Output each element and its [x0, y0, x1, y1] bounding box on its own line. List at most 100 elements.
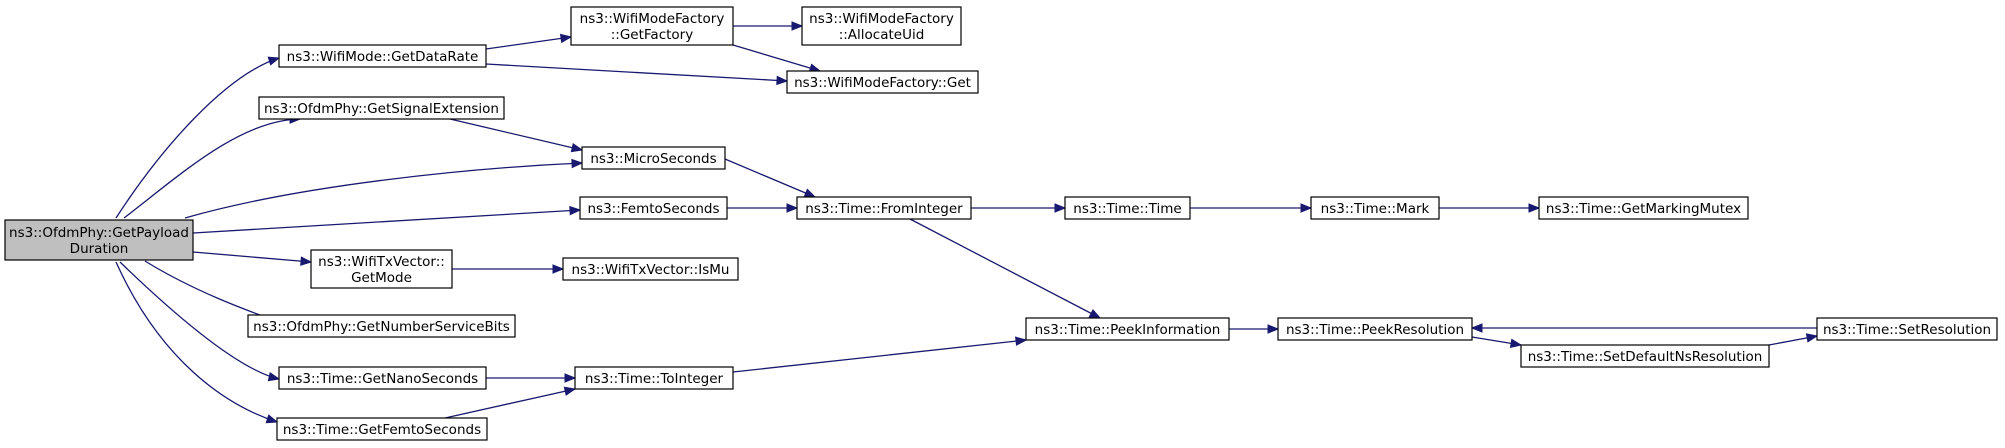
edge-line	[449, 118, 583, 151]
node-box	[1277, 317, 1473, 341]
edge-line	[115, 261, 278, 423]
edge-getDataRate-to-factoryGet	[485, 63, 789, 86]
edge-root-to-getMode	[192, 251, 313, 266]
node-label: ns3::Time::PeekResolution	[1286, 322, 1464, 338]
node-box	[278, 366, 487, 390]
edge-arrowhead	[1805, 333, 1819, 343]
edge-line	[732, 44, 821, 72]
edge-arrowhead	[1470, 323, 1483, 333]
node-label: Duration	[70, 241, 129, 257]
edge-arrowhead	[776, 75, 789, 86]
node-peekRes[interactable]: ns3::Time::PeekResolution	[1277, 317, 1473, 341]
node-getDataRate[interactable]: ns3::WifiMode::GetDataRate	[278, 44, 487, 68]
edge-line	[485, 36, 572, 50]
node-signalExt[interactable]: ns3::OfdmPhy::GetSignalExtension	[258, 96, 505, 120]
edge-root-to-getDataRate	[115, 56, 281, 219]
node-femtoSeconds[interactable]: ns3::FemtoSeconds	[579, 196, 728, 220]
edge-femtoSeconds-to-fromInteger	[727, 203, 799, 213]
edge-setRes-to-peekRes	[1470, 323, 1817, 333]
edge-line	[909, 218, 1101, 319]
edge-arrowhead	[786, 203, 799, 213]
node-factoryGet[interactable]: ns3::WifiModeFactory::Get	[786, 70, 979, 94]
node-box	[562, 257, 739, 281]
node-getFactory[interactable]: ns3::WifiModeFactory::GetFactory	[570, 6, 734, 46]
node-microSeconds[interactable]: ns3::MicroSeconds	[581, 146, 726, 170]
edge-line	[724, 158, 816, 198]
node-label: ns3::Time::GetMarkingMutex	[1546, 201, 1741, 217]
edge-arrowhead	[1267, 324, 1280, 334]
node-mark[interactable]: ns3::Time::Mark	[1310, 196, 1440, 220]
node-label: ns3::Time::GetFemtoSeconds	[283, 422, 481, 438]
edge-peekInfo-to-peekRes	[1229, 324, 1280, 334]
node-numServiceBits[interactable]: ns3::OfdmPhy::GetNumberServiceBits	[247, 314, 516, 338]
edge-arrowhead	[1509, 338, 1523, 348]
edge-root-to-nanoSeconds	[119, 261, 281, 382]
node-label: ns3::WifiMode::GetDataRate	[287, 49, 479, 65]
edge-arrowhead	[569, 205, 582, 216]
node-box	[801, 6, 962, 46]
node-label: GetMode	[351, 270, 412, 286]
node-toInteger[interactable]: ns3::Time::ToInteger	[574, 366, 734, 390]
node-box	[4, 219, 194, 261]
node-label: ::AllocateUid	[839, 27, 925, 43]
edge-getMode-to-isMu	[452, 264, 565, 274]
edge-root-to-signalExt	[123, 114, 302, 219]
node-allocateUid[interactable]: ns3::WifiModeFactory::AllocateUid	[801, 6, 962, 46]
node-label: ns3::MicroSeconds	[590, 151, 716, 167]
node-label: ns3::FemtoSeconds	[587, 201, 719, 217]
edge-arrowhead	[1054, 203, 1067, 213]
node-label: ns3::WifiModeFactory	[580, 11, 725, 27]
node-box	[1025, 317, 1230, 341]
edge-line	[444, 388, 576, 419]
node-peekInfo[interactable]: ns3::Time::PeekInformation	[1025, 317, 1230, 341]
edge-arrowhead	[1300, 203, 1313, 213]
node-getFemto[interactable]: ns3::Time::GetFemtoSeconds	[276, 417, 488, 441]
node-box	[310, 249, 453, 289]
node-isMu[interactable]: ns3::WifiTxVector::IsMu	[562, 257, 739, 281]
edge-getFactory-to-factoryGet	[732, 44, 822, 73]
edge-fromInteger-to-peekInfo	[909, 218, 1102, 319]
node-getMode[interactable]: ns3::WifiTxVector::GetMode	[310, 249, 453, 289]
node-box	[1064, 196, 1191, 220]
edge-line	[184, 162, 583, 219]
node-box	[581, 146, 726, 170]
node-box	[570, 6, 734, 46]
edge-nanoSeconds-to-toInteger	[486, 373, 577, 383]
node-box	[786, 70, 979, 94]
node-label: ns3::Time::Mark	[1321, 201, 1430, 217]
node-label: ns3::WifiTxVector::IsMu	[572, 262, 730, 278]
edge-arrowhead	[300, 256, 313, 266]
edge-arrowhead	[563, 386, 577, 396]
node-fromInteger[interactable]: ns3::Time::FromInteger	[796, 196, 972, 220]
edge-arrowhead	[559, 33, 573, 44]
edge-root-to-femtoSeconds	[192, 205, 582, 234]
node-markingMutex[interactable]: ns3::Time::GetMarkingMutex	[1538, 196, 1749, 220]
edge-getDataRate-to-getFactory	[485, 33, 573, 50]
edge-arrowhead	[265, 414, 279, 424]
edge-root-to-getFemto	[115, 261, 279, 424]
node-label: ns3::WifiModeFactory	[809, 11, 954, 27]
edge-mark-to-markingMutex	[1439, 203, 1541, 213]
edge-setDefaultNs-to-setRes	[1768, 333, 1819, 346]
edge-fromInteger-to-timeTime	[971, 203, 1067, 213]
edge-arrowhead	[570, 142, 584, 153]
edge-root-to-microSeconds	[184, 158, 584, 219]
node-label: ns3::Time::SetResolution	[1823, 322, 1991, 338]
node-setDefaultNs[interactable]: ns3::Time::SetDefaultNsResolution	[1520, 344, 1770, 368]
node-setRes[interactable]: ns3::Time::SetResolution	[1816, 317, 1998, 341]
node-label: ns3::WifiModeFactory::Get	[794, 75, 971, 91]
edge-toInteger-to-peekInfo	[732, 336, 1028, 373]
edge-arrowhead	[791, 21, 804, 31]
node-label: ns3::Time::Time	[1073, 201, 1181, 217]
edge-arrowhead	[1088, 308, 1102, 319]
edge-line	[192, 209, 581, 234]
node-label: ns3::OfdmPhy::GetNumberServiceBits	[253, 319, 510, 335]
edge-timeTime-to-mark	[1190, 203, 1313, 213]
node-box	[796, 196, 972, 220]
node-label: ns3::OfdmPhy::GetSignalExtension	[264, 101, 499, 117]
node-nanoSeconds[interactable]: ns3::Time::GetNanoSeconds	[278, 366, 487, 390]
node-timeTime[interactable]: ns3::Time::Time	[1064, 196, 1191, 220]
edge-peekRes-to-setDefaultNs	[1471, 336, 1523, 348]
